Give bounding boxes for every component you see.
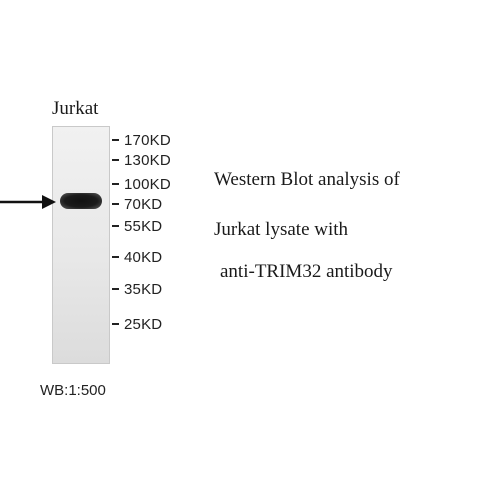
marker-tick [112,288,119,290]
marker-tick [112,159,119,161]
protein-band [60,193,102,209]
marker-tick [112,256,119,258]
blot-membrane [52,126,110,364]
marker-label: 170KD [124,131,171,149]
marker-label: 130KD [124,151,171,169]
marker-label: 100KD [124,175,171,193]
marker-tick [112,203,119,205]
lane-label: Jurkat [52,98,99,119]
marker-170kd: 170KD [112,131,171,149]
marker-label: 25KD [124,315,163,333]
marker-55kd: 55KD [112,217,162,235]
marker-35kd: 35KD [112,280,162,298]
marker-tick [112,225,119,227]
marker-70kd: 70KD [112,195,162,213]
marker-40kd: 40KD [112,248,162,266]
marker-tick [112,183,119,185]
marker-130kd: 130KD [112,151,171,169]
marker-100kd: 100KD [112,175,171,193]
marker-tick [112,139,119,141]
description-line-1: Western Blot analysis of [214,169,400,190]
marker-tick [112,323,119,325]
marker-label: 55KD [124,217,163,235]
marker-label: 40KD [124,248,163,266]
marker-label: 70KD [124,195,163,213]
arrow-right-icon [0,195,56,209]
dilution-label: WB:1:500 [40,382,106,399]
description-line-3: anti-TRIM32 antibody [220,261,393,282]
molecular-weight-ladder: 170KD 130KD 100KD 70KD 55KD 40KD 35KD 2 [112,0,202,500]
marker-25kd: 25KD [112,315,162,333]
description-line-2: Jurkat lysate with [214,219,349,240]
marker-label: 35KD [124,280,163,298]
